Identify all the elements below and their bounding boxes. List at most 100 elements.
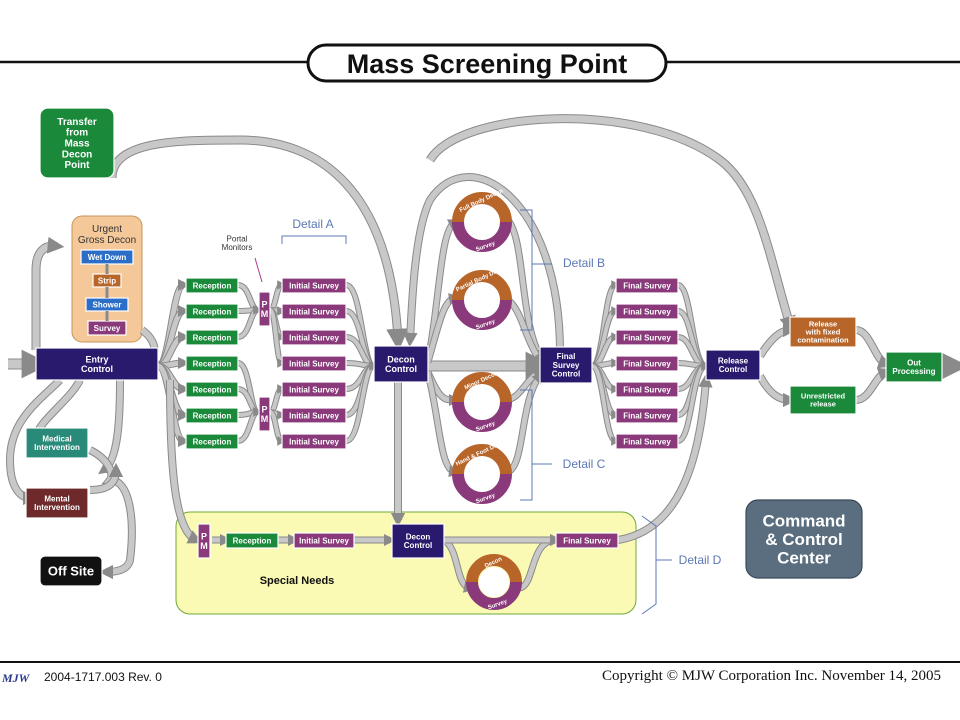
special-portal-monitor-label-line: M xyxy=(200,541,208,551)
flow-special-final-to-release xyxy=(617,372,713,543)
urgent-gross-decon-title-line: Gross Decon xyxy=(78,235,136,246)
final-survey-box-1-label-line: Final Survey xyxy=(623,281,671,290)
out-processing-box-label-line: Out xyxy=(907,358,921,367)
reception-box-6-label: Reception xyxy=(193,411,232,420)
flow-full-body-to-final xyxy=(505,218,543,362)
portal-monitor-b-label-line: M xyxy=(261,414,269,424)
release-control-box-label-line: Control xyxy=(719,365,747,374)
entry-control-box xyxy=(35,347,159,381)
partial-body-decon-loop-center xyxy=(465,283,499,317)
initial-survey-box-4 xyxy=(281,355,347,372)
special-reception-box-label: Reception xyxy=(233,536,272,545)
detail-d-bracket xyxy=(641,515,672,615)
final-survey-box-6 xyxy=(615,407,679,424)
medical-intervention-box-label-line: Intervention xyxy=(34,443,80,452)
final-survey-box-6-label: Final Survey xyxy=(623,411,671,420)
special-initial-survey-box-label-line: Initial Survey xyxy=(299,536,349,545)
decon-control-box xyxy=(373,345,429,383)
flow-decon-to-hand-foot xyxy=(425,373,461,478)
detail-a-label: Detail A xyxy=(292,217,333,231)
final-survey-box-2 xyxy=(615,303,679,320)
special-portal-monitor-label-line: P xyxy=(201,531,207,541)
initial-survey-box-1-label-line: Initial Survey xyxy=(289,281,339,290)
initial-survey-box-4-label: Initial Survey xyxy=(289,359,339,368)
reception-box-4 xyxy=(185,355,239,372)
special-needs-label: Special Needs xyxy=(260,575,335,587)
detail-d-label-line: Detail D xyxy=(679,553,722,567)
final-survey-box-7-label-line: Final Survey xyxy=(623,437,671,446)
flow-release-to-unrestricted xyxy=(757,374,798,408)
reception-box-7 xyxy=(185,433,239,450)
flow-final-control-return xyxy=(403,174,563,353)
final-survey-box-1-label: Final Survey xyxy=(623,281,671,290)
release-control-box-label-line: Release xyxy=(718,356,749,365)
portal-monitor-a-label-line: M xyxy=(261,309,269,319)
final-survey-control-box-label-line: Final xyxy=(557,352,576,361)
special-final-survey-box-label: Final Survey xyxy=(563,536,611,545)
full-body-decon-loop-center xyxy=(465,205,499,239)
initial-survey-box-3-label: Initial Survey xyxy=(289,333,339,342)
transfer-box-label-line: from xyxy=(66,128,88,139)
flow-final-survey-to-release-7 xyxy=(677,361,711,443)
initial-survey-box-7 xyxy=(281,433,347,450)
release-fixed-box-label-line: with fixed xyxy=(805,328,841,337)
final-survey-control-box-label-line: Control xyxy=(552,369,580,378)
flow-pm-b-to-survey-3 xyxy=(268,410,287,446)
flow-hand-foot-to-final xyxy=(506,371,544,475)
initial-survey-box-5-label: Initial Survey xyxy=(289,385,339,394)
out-processing-box-label-line: Processing xyxy=(892,367,935,376)
minor-decon-loop-survey-arc xyxy=(452,401,512,432)
transfer-box-label-line: Point xyxy=(65,160,91,171)
strip-box-label-line: Strip xyxy=(98,276,116,285)
entry-control-box-label-line: Control xyxy=(81,364,113,374)
release-fixed-box-label-line: contamination xyxy=(797,336,849,345)
initial-survey-box-3-label-line: Initial Survey xyxy=(289,333,339,342)
copyright: Copyright © MJW Corporation Inc. Novembe… xyxy=(602,668,941,684)
full-body-decon-loop-survey-arc xyxy=(452,221,512,252)
transfer-box xyxy=(39,107,115,179)
flow-entry-to-urgent xyxy=(32,236,65,350)
flow-fixed-to-out xyxy=(855,327,893,369)
detail-c-label-line: Detail C xyxy=(563,457,606,471)
flow-unrestricted-to-out xyxy=(855,367,893,403)
final-survey-box-7 xyxy=(615,433,679,450)
minor-decon-loop-decon-arc xyxy=(452,372,512,403)
initial-survey-box-2 xyxy=(281,303,347,320)
mental-intervention-box-label-line: Mental xyxy=(44,494,69,503)
medical-intervention-box-label-line: Medical xyxy=(42,434,71,443)
command-center-box-label-line: & Control xyxy=(765,530,842,549)
portal-monitors-label-line: Monitors xyxy=(222,243,253,252)
flow-entry-to-mental xyxy=(6,377,63,506)
unrestricted-release-box-label-line: Unrestricted xyxy=(801,392,846,401)
initial-survey-box-1 xyxy=(281,277,347,294)
final-survey-control-box-label-line: Survey xyxy=(553,361,580,370)
special-initial-survey-box-label: Initial Survey xyxy=(299,536,349,545)
special-decon-loop-decon-arc xyxy=(466,554,522,583)
wet-down-box-label-line: Wet Down xyxy=(88,253,127,262)
final-survey-box-1 xyxy=(615,277,679,294)
urgent-survey-box-label: Survey xyxy=(94,324,121,333)
full-body-decon-loop-decon-arc xyxy=(452,192,512,223)
special-decon-loop-survey-arc xyxy=(466,581,522,610)
reception-box-6-label-line: Reception xyxy=(193,411,232,420)
initial-survey-box-5 xyxy=(281,381,347,398)
off-site-box-label-line: Off Site xyxy=(48,564,94,579)
release-fixed-box xyxy=(789,316,857,348)
portal-monitor-b xyxy=(258,396,271,432)
final-survey-box-7-label: Final Survey xyxy=(623,437,671,446)
special-final-survey-box-label-line: Final Survey xyxy=(563,536,611,545)
portal-monitors-pointer xyxy=(254,257,263,283)
initial-survey-box-2-label-line: Initial Survey xyxy=(289,307,339,316)
final-survey-box-4 xyxy=(615,355,679,372)
initial-survey-box-6-label-line: Initial Survey xyxy=(289,411,339,420)
detail-d-label: Detail D xyxy=(679,553,722,567)
flow-to-offsite xyxy=(88,447,135,580)
reception-box-2-label-line: Reception xyxy=(193,307,232,316)
